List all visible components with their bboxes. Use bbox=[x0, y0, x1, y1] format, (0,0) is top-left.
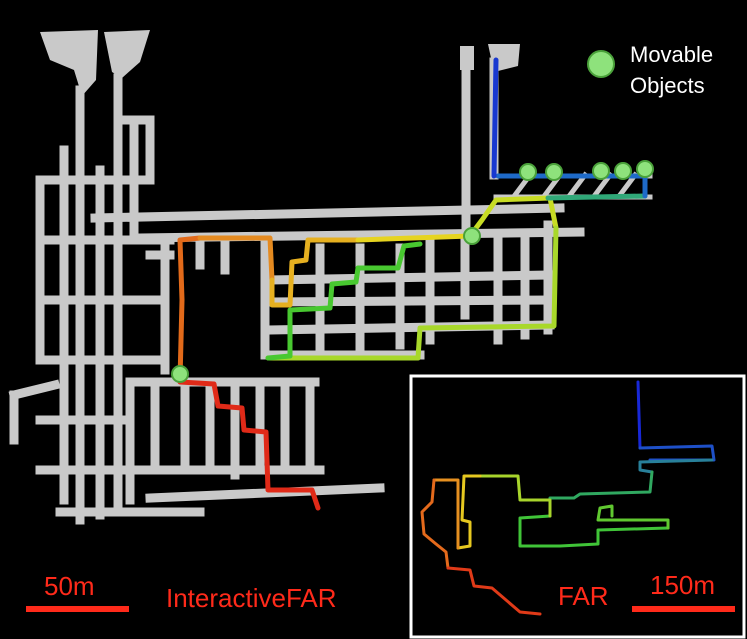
legend-line-2: Objects bbox=[630, 73, 705, 98]
main-scale-bar: 50m bbox=[26, 571, 129, 612]
legend-marker bbox=[587, 50, 615, 78]
inset-panel: FAR 150m bbox=[409, 374, 746, 639]
inset-border bbox=[409, 374, 746, 639]
legend: Movable Objects bbox=[587, 42, 713, 98]
far-trajectory bbox=[420, 380, 716, 616]
main-scale-label: 50m bbox=[44, 571, 95, 601]
main-method-label: InteractiveFAR bbox=[166, 583, 337, 613]
inset-scale-line bbox=[632, 606, 735, 612]
movable-object-markers bbox=[171, 160, 654, 383]
inset-method-label: FAR bbox=[558, 581, 609, 611]
legend-line-1: Movable bbox=[630, 42, 713, 67]
inset-scale-label: 150m bbox=[650, 570, 715, 600]
main-scale-line bbox=[26, 606, 129, 612]
